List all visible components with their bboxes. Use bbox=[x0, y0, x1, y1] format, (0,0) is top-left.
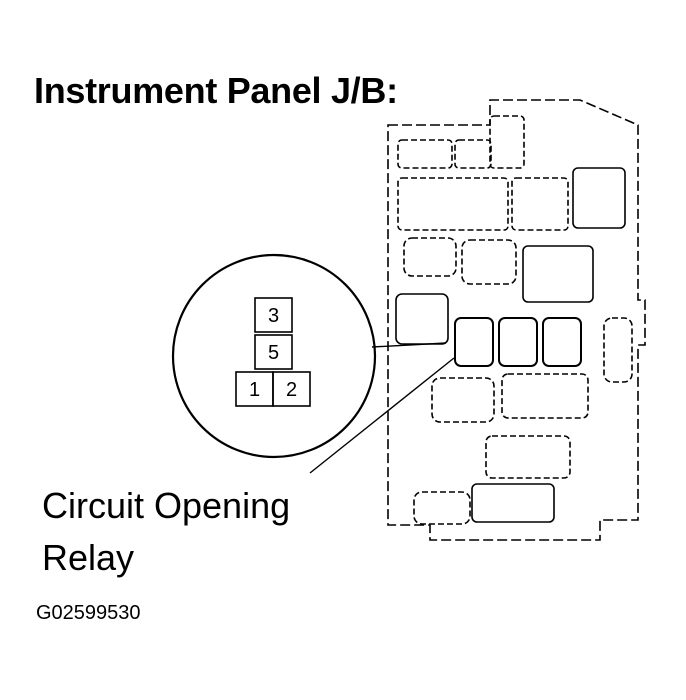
socket-bottom-2 bbox=[471, 483, 555, 523]
relay-mid-right bbox=[522, 245, 594, 303]
socket-lower-2 bbox=[501, 373, 589, 419]
pin-box-5 bbox=[254, 334, 293, 370]
relay-socket-2 bbox=[498, 317, 538, 367]
socket-mid-1 bbox=[403, 237, 457, 277]
socket-bottom-1 bbox=[413, 491, 471, 525]
circuit-opening-relay-socket bbox=[454, 317, 494, 367]
junction-block-outline bbox=[387, 99, 646, 541]
callout-label-line-1: Circuit Opening bbox=[42, 485, 291, 526]
socket-upper-left bbox=[397, 177, 509, 231]
relay-upper-right bbox=[572, 167, 626, 229]
callout-leader-line bbox=[309, 357, 455, 474]
socket-lower-3 bbox=[485, 435, 571, 479]
diagram-title: Instrument Panel J/B: bbox=[34, 70, 398, 111]
pin-label-5: 5 bbox=[268, 342, 279, 364]
socket-top-2 bbox=[454, 139, 492, 169]
pin-label-1: 1 bbox=[249, 379, 260, 401]
socket-top-3 bbox=[489, 115, 525, 169]
socket-right-edge bbox=[603, 317, 633, 383]
socket-top-1 bbox=[397, 139, 453, 169]
socket-mid-left bbox=[395, 293, 449, 345]
pin-label-3: 3 bbox=[268, 305, 279, 327]
magnifier-circle bbox=[171, 253, 377, 459]
callout-label: Circuit Opening Relay bbox=[42, 480, 290, 584]
pin-box-3 bbox=[254, 297, 293, 333]
socket-mid-2 bbox=[461, 239, 517, 285]
socket-upper-mid bbox=[511, 177, 569, 231]
callout-label-line-2: Relay bbox=[42, 537, 135, 578]
pin-box-2 bbox=[272, 371, 311, 407]
relay-socket-3 bbox=[542, 317, 582, 367]
magnifier-leader-line bbox=[371, 342, 447, 348]
figure-code: G02599530 bbox=[36, 602, 141, 624]
pin-label-2: 2 bbox=[286, 379, 297, 401]
connector-pin-layout bbox=[235, 297, 311, 407]
socket-lower-1 bbox=[431, 377, 495, 423]
